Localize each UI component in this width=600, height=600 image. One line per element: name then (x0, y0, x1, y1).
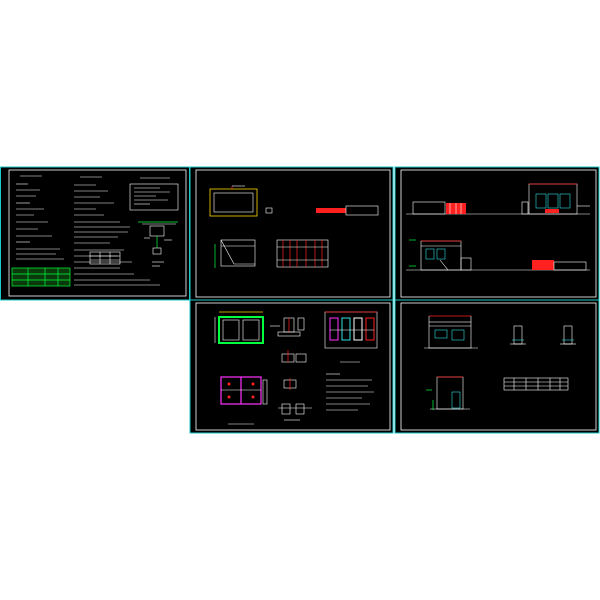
building-section-lower (426, 376, 470, 410)
building-section-upper (424, 315, 478, 349)
sheet-frame (189, 166, 394, 301)
sheet-sections (394, 299, 600, 434)
section-marker-bar (316, 205, 379, 216)
sheet-general-notes (0, 166, 190, 301)
column-details (270, 317, 312, 421)
sheet-border (8, 169, 187, 297)
schedule-table-small (89, 251, 121, 265)
roof-plan (209, 185, 273, 217)
drawing-index-box (129, 177, 179, 211)
notes-column-middle (74, 176, 160, 286)
sheet-foundation-details (189, 299, 394, 434)
side-elevation (406, 239, 590, 271)
sheet-elevations (394, 166, 600, 301)
front-elevation (406, 183, 590, 215)
sheet-frame (189, 299, 394, 434)
foundation-plan-lower (220, 376, 268, 425)
sheet-border (400, 302, 597, 431)
sheet-frame (394, 299, 600, 434)
wall-section-details (510, 325, 576, 345)
pile-detail (138, 221, 178, 267)
sheet-border (195, 302, 391, 431)
floor-plan (214, 239, 256, 268)
door-window-schedule (503, 377, 569, 391)
legend-table (11, 267, 71, 287)
reinforcement-detail (324, 311, 378, 349)
foundation-plan-upper (214, 311, 264, 344)
notes-column-left (16, 175, 64, 260)
sheet-plans (189, 166, 394, 301)
notes-block (326, 361, 374, 411)
sheet-border (400, 169, 597, 298)
sheet-border (195, 169, 391, 298)
sheet-frame (394, 166, 600, 301)
framing-plan (276, 239, 329, 268)
